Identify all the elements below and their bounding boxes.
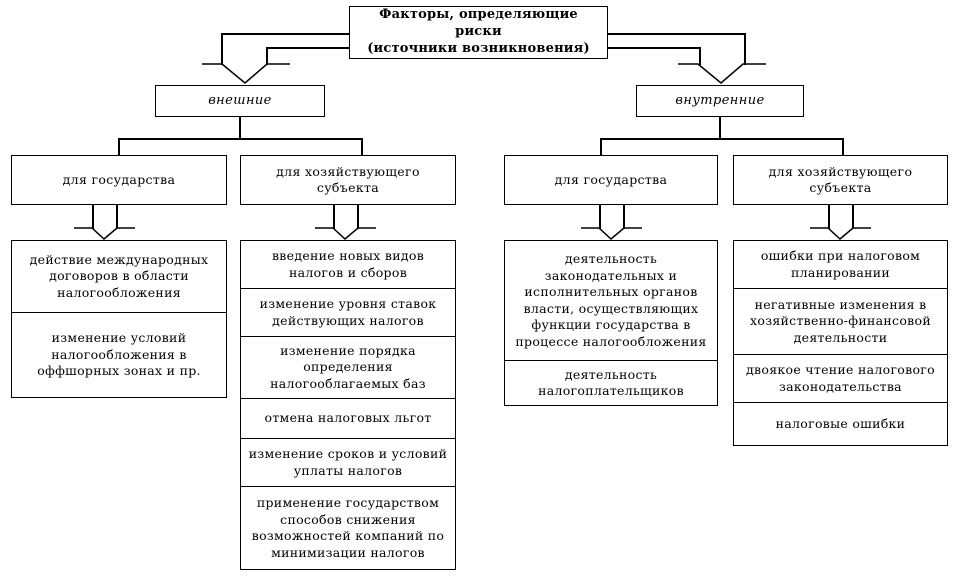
title-line-2: (источники возникновения) <box>367 40 590 56</box>
leaf-stack-external-for-state: действие международных договоров в облас… <box>11 240 227 398</box>
title-to-left-connector-upper <box>221 33 350 35</box>
level3-internal-state-box: для государства <box>504 155 718 205</box>
level3-external-state-box: для государства <box>11 155 227 205</box>
title-line-1: Факторы, определяющие риски <box>379 7 578 40</box>
internal-branch-right <box>842 138 844 156</box>
leaf-cell: действие международных договоров в облас… <box>12 241 226 313</box>
col4-arrow-head <box>810 227 871 240</box>
external-split-bar <box>118 138 362 140</box>
arrow-head-to-internal <box>678 63 766 84</box>
level3-internal-entity-label-1: для хозяйствующего <box>768 163 913 179</box>
level2-external-box: внешние <box>155 85 325 117</box>
col3-arrow-shaft-right <box>623 205 625 229</box>
col1-arrow-shaft-right <box>116 205 118 229</box>
leaf-cell: деятельность налогоплательщиков <box>538 366 684 399</box>
internal-branch-left <box>600 138 602 156</box>
col2-arrow-shaft-right <box>357 205 359 229</box>
level3-external-entity-box: для хозяйствующего субъекта <box>240 155 456 205</box>
title-to-right-connector-vert-inner <box>699 47 701 65</box>
level3-internal-entity-box: для хозяйствующего субъекта <box>733 155 948 205</box>
title-to-left-connector-vert-inner <box>266 47 268 65</box>
title-to-left-connector-vert-outer <box>221 33 223 65</box>
col4-arrow-shaft-left <box>828 205 830 229</box>
leaf-cell: изменение порядка определения налогообла… <box>241 337 455 399</box>
col2-arrow-shaft-left <box>333 205 335 229</box>
level3-external-state-label: для государства <box>62 171 176 187</box>
leaf-cell: изменение уровня ставок действующих нало… <box>241 289 455 337</box>
arrow-head-to-external <box>202 63 290 84</box>
leaf-cell: изменение сроков и условий уплаты налого… <box>241 439 455 487</box>
leaf-cell: ошибки при налоговом планировании <box>734 241 947 289</box>
col2-arrow-head <box>315 227 376 240</box>
level3-internal-entity-label-2: субъекта <box>809 180 872 195</box>
external-branch-left <box>118 138 120 156</box>
external-drop-line <box>239 117 241 139</box>
col3-arrow-head <box>581 227 642 240</box>
leaf-cell: негативные изменения в хозяйственно-фина… <box>734 289 947 355</box>
leaf-cell: введение новых видов налогов и сборов <box>241 241 455 289</box>
level3-external-entity-label-2: субъекта <box>316 180 380 195</box>
level2-internal-box: внутренние <box>636 85 804 117</box>
col4-arrow-shaft-right <box>852 205 854 229</box>
level3-external-entity-label-1: для хозяйствующего <box>276 163 420 179</box>
external-branch-right <box>361 138 363 156</box>
level3-internal-state-label: для государства <box>554 171 668 187</box>
title-to-right-connector-lower <box>607 47 700 49</box>
leaf-cell: налоговые ошибки <box>775 415 906 431</box>
leaf-cell: отмена налоговых льгот <box>241 399 455 439</box>
level2-external-label: внешние <box>208 92 272 108</box>
leaf-cell: применение государством способов снижени… <box>251 495 445 560</box>
title-to-right-connector-upper <box>607 33 745 35</box>
title-to-left-connector-lower <box>266 47 350 49</box>
col1-arrow-head <box>74 227 135 240</box>
col3-arrow-shaft-left <box>599 205 601 229</box>
title-box: Факторы, определяющие риски (источники в… <box>349 6 608 59</box>
col1-arrow-shaft-left <box>92 205 94 229</box>
leaf-cell: изменение условий налогообложения в оффш… <box>37 330 201 379</box>
leaf-cell: деятельность законодательных и исполните… <box>505 241 717 361</box>
level2-internal-label: внутренние <box>675 92 765 108</box>
title-to-right-connector-vert-outer <box>744 33 746 65</box>
internal-split-bar <box>600 138 843 140</box>
leaf-stack-internal-for-state: деятельность законодательных и исполните… <box>504 240 718 406</box>
internal-drop-line <box>719 117 721 139</box>
leaf-cell: двоякое чтение налогового законодательст… <box>734 355 947 403</box>
